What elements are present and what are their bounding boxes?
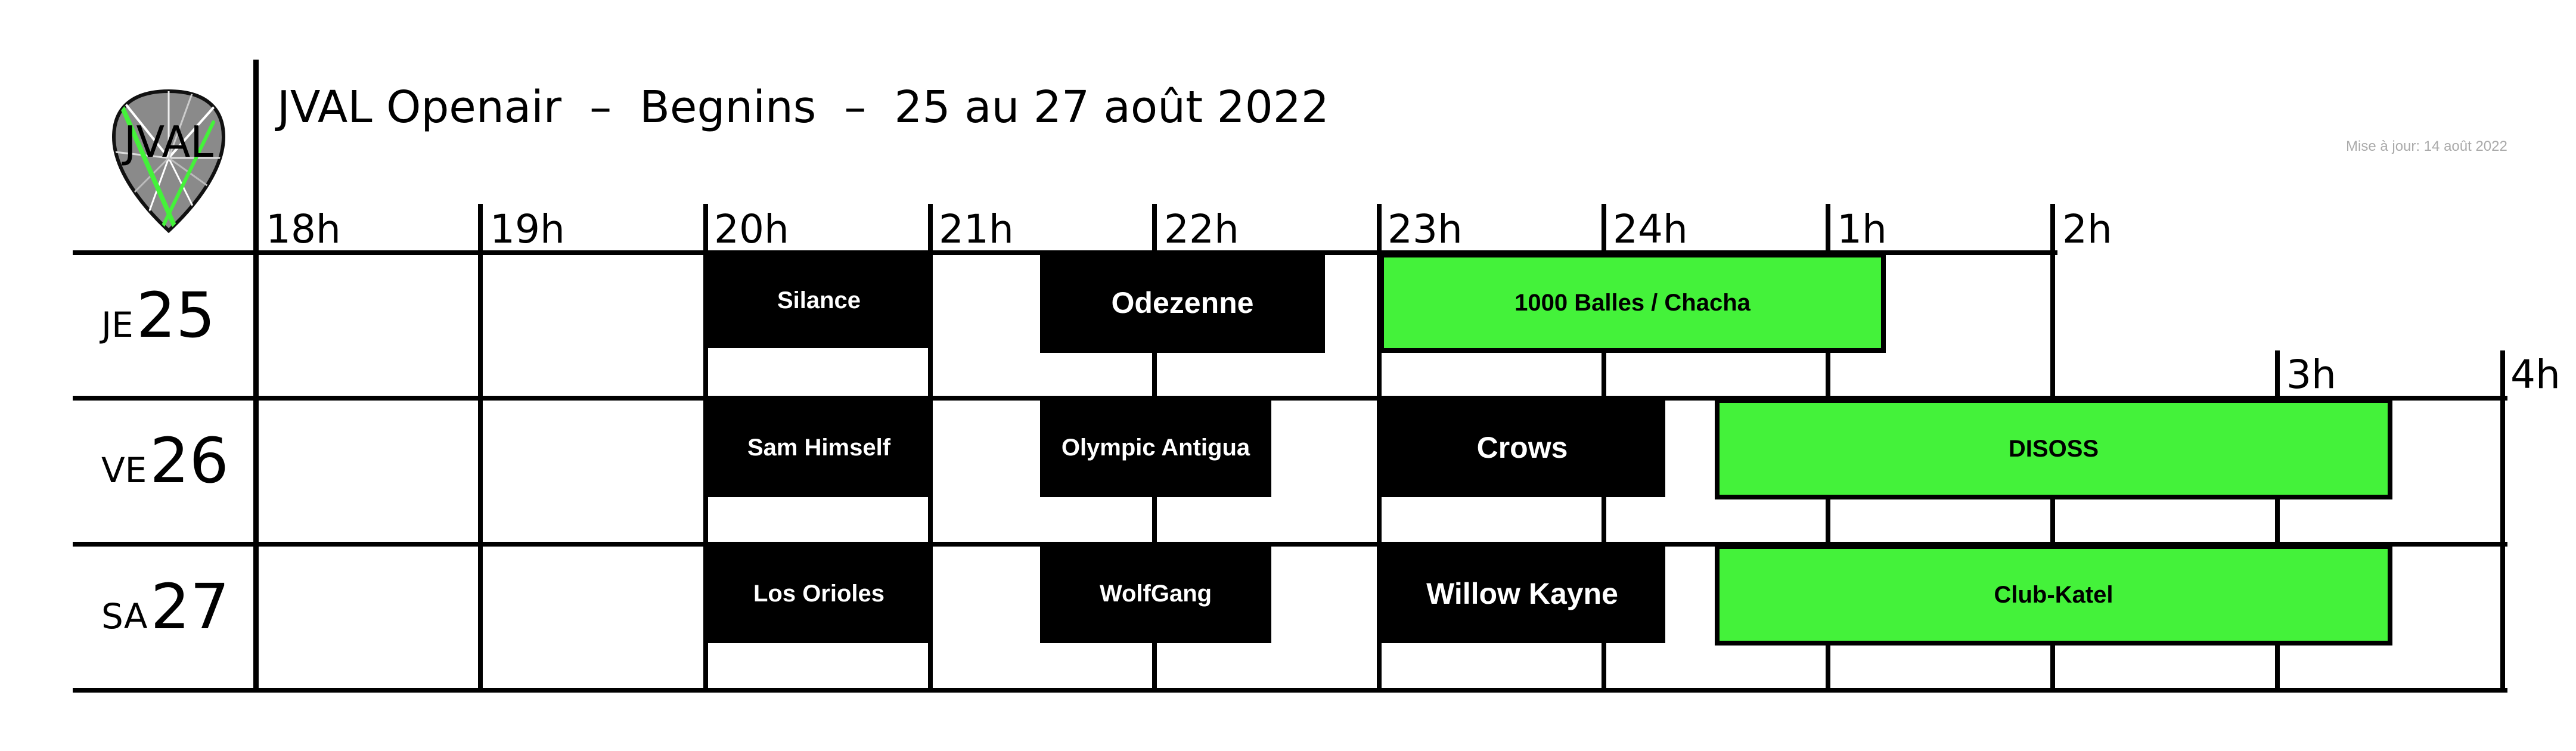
hour-line-19: [478, 204, 483, 693]
hour-label-23: 23h: [1388, 206, 1463, 252]
hour-label-4: 4h: [2510, 352, 2561, 398]
guitar-pick-logo-icon: JVAL: [111, 89, 226, 234]
hour-line-4: [2500, 350, 2505, 693]
day-number: 25: [136, 279, 216, 352]
event-silance: Silance: [706, 253, 932, 348]
day-of-week: VE: [101, 450, 147, 491]
day-number: 27: [150, 570, 230, 643]
left-axis-line: [253, 60, 259, 693]
event-olympic-antigua: Olympic Antigua: [1040, 398, 1271, 497]
hour-label-21: 21h: [939, 206, 1014, 252]
hour-label-18: 18h: [266, 206, 341, 252]
event-disoss: DISOSS: [1715, 398, 2392, 499]
hour-line-3: [2275, 350, 2280, 693]
hour-label-19: 19h: [490, 206, 565, 252]
page-title: JVAL Openair – Begnins – 25 au 27 août 2…: [277, 82, 1329, 133]
hour-label-1: 1h: [1837, 206, 1887, 252]
logo-text: JVAL: [122, 117, 213, 167]
event-willow-kayne: Willow Kayne: [1379, 544, 1665, 643]
row-line-bottom: [73, 688, 2507, 693]
hour-label-22: 22h: [1164, 206, 1239, 252]
event-club-katel: Club-Katel: [1715, 544, 2392, 646]
row-line-1: [73, 396, 2507, 401]
day-number: 26: [150, 424, 229, 497]
day-of-week: SA: [101, 596, 148, 637]
event-sam-himself: Sam Himself: [706, 398, 932, 497]
day-label-saturday: SA 27: [101, 570, 256, 643]
day-label-friday: VE 26: [101, 424, 256, 497]
event-los-orioles: Los Orioles: [706, 544, 932, 643]
hour-label-20: 20h: [714, 206, 789, 252]
event-wolfgang: WolfGang: [1040, 544, 1271, 643]
day-of-week: JE: [101, 305, 134, 345]
day-label-thursday: JE 25: [101, 279, 256, 352]
event-crows: Crows: [1379, 398, 1665, 497]
hour-label-2: 2h: [2062, 206, 2112, 252]
hour-label-3: 3h: [2286, 352, 2336, 398]
row-line-2: [73, 542, 2507, 547]
event-1000-balles-chacha: 1000 Balles / Chacha: [1379, 253, 1886, 353]
jval-logo: JVAL: [109, 86, 228, 235]
hour-label-24: 24h: [1613, 206, 1688, 252]
event-odezenne: Odezenne: [1040, 253, 1325, 353]
update-date: Mise à jour: 14 août 2022: [2346, 138, 2507, 154]
